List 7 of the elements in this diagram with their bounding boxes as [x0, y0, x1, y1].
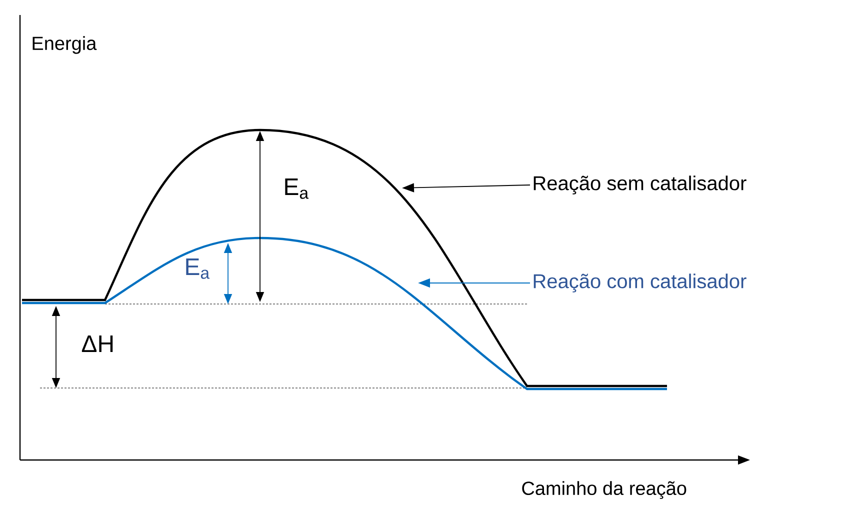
curve-label: Reação sem catalisador: [534, 176, 746, 194]
enthalpy-label: ΔH: [82, 335, 113, 352]
curve-label: Reação com catalisador: [534, 274, 746, 292]
axis-label: Caminho da reação: [522, 481, 686, 499]
activation-energy-label: E$_{a}$: [186, 258, 210, 279]
axis-label: Energia: [32, 36, 97, 54]
activation-energy-label: E$_{a}$: [285, 178, 309, 199]
